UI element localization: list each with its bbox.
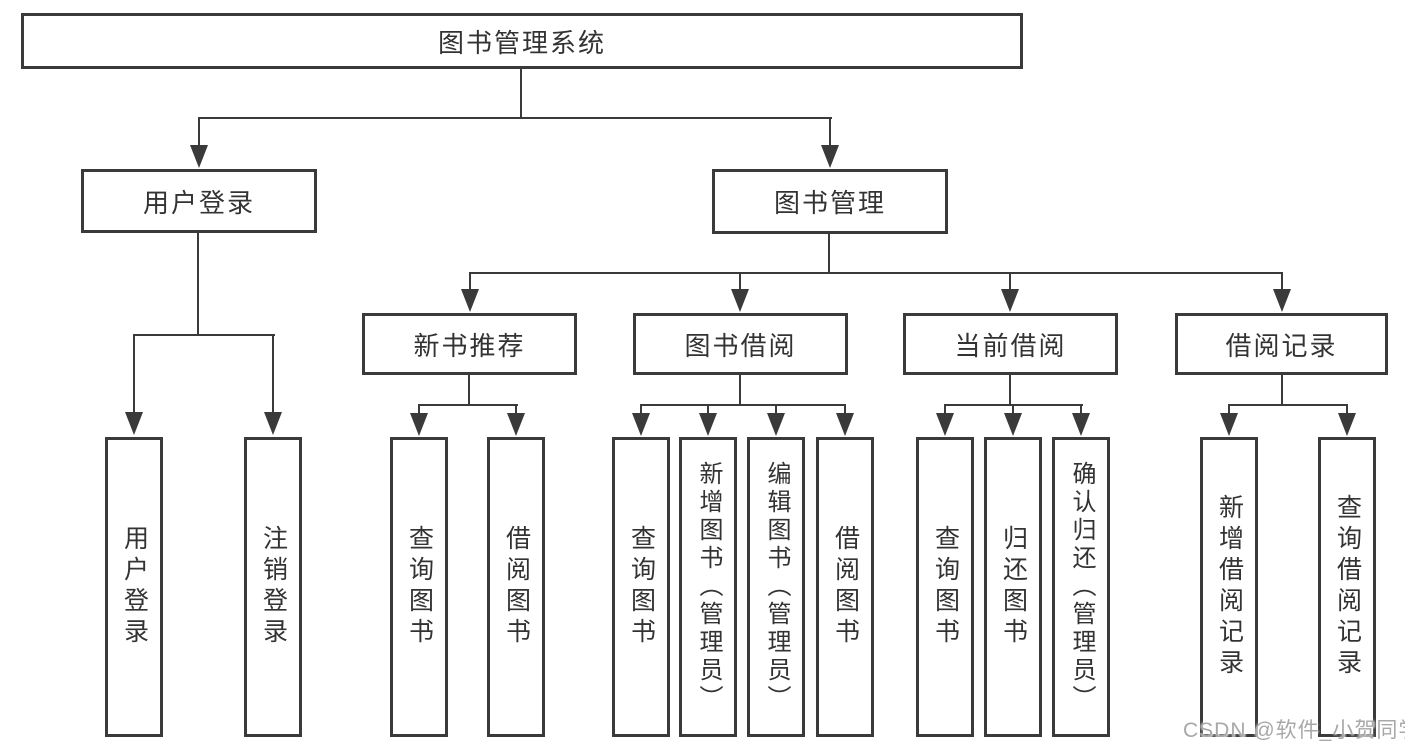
connector-line	[1281, 375, 1283, 406]
node-library-management-system: 图书管理系统	[21, 13, 1023, 69]
arrow-down-icon	[461, 289, 479, 312]
node-book-management-branch: 图书管理	[712, 169, 948, 234]
arrow-down-icon	[936, 413, 954, 436]
connector-line	[133, 334, 275, 336]
connector-line	[133, 334, 135, 416]
arrow-down-icon	[410, 413, 428, 436]
node-confirm-return-admin: 确认归还（管理员）	[1052, 437, 1110, 737]
arrow-down-icon	[1273, 289, 1291, 312]
node-add-borrow-record: 新增借阅记录	[1200, 437, 1258, 737]
node-user-login-branch: 用户登录	[81, 169, 317, 233]
connector-line	[1080, 404, 1082, 416]
node-add-book-admin: 新增图书（管理员）	[679, 437, 737, 737]
connector-line	[515, 404, 517, 416]
connector-line	[944, 404, 946, 416]
connector-line	[469, 272, 1283, 274]
connector-line	[829, 117, 831, 150]
arrow-down-icon	[821, 145, 839, 168]
connector-line	[1012, 404, 1014, 416]
connector-line	[197, 233, 199, 336]
arrow-down-icon	[125, 412, 143, 435]
arrow-down-icon	[632, 413, 650, 436]
connector-line	[1281, 272, 1283, 292]
connector-line	[272, 334, 274, 416]
connector-line	[1228, 404, 1348, 406]
node-current-borrowing: 当前借阅	[903, 313, 1118, 375]
connector-line	[198, 117, 832, 119]
arrow-down-icon	[731, 289, 749, 312]
node-logout: 注销登录	[244, 437, 302, 737]
connector-line	[418, 404, 420, 416]
connector-line	[469, 272, 471, 292]
arrow-down-icon	[767, 413, 785, 436]
arrow-down-icon	[1004, 413, 1022, 436]
node-new-book-recommendation: 新书推荐	[362, 313, 577, 375]
node-edit-book-admin: 编辑图书（管理员）	[747, 437, 805, 737]
arrow-down-icon	[1220, 413, 1238, 436]
node-query-books-3: 查询图书	[916, 437, 974, 737]
arrow-down-icon	[1001, 289, 1019, 312]
arrow-down-icon	[264, 412, 282, 435]
arrow-down-icon	[836, 413, 854, 436]
node-user-login: 用户登录	[105, 437, 163, 737]
connector-line	[1009, 272, 1011, 292]
connector-line	[418, 404, 518, 406]
node-borrowing-records: 借阅记录	[1175, 313, 1388, 375]
connector-line	[707, 404, 709, 416]
connector-line	[468, 375, 470, 406]
csdn-watermark: CSDN @软件_小贺同学	[1183, 719, 1405, 742]
connector-line	[1346, 404, 1348, 416]
node-return-books: 归还图书	[984, 437, 1042, 737]
connector-line	[198, 117, 200, 150]
connector-line	[739, 375, 741, 406]
connector-line	[739, 272, 741, 292]
connector-line	[844, 404, 846, 416]
connector-line	[1009, 375, 1011, 406]
arrow-down-icon	[507, 413, 525, 436]
connector-line	[775, 404, 777, 416]
arrow-down-icon	[1072, 413, 1090, 436]
connector-line	[520, 68, 522, 119]
node-query-books-2: 查询图书	[612, 437, 670, 737]
node-query-borrow-record: 查询借阅记录	[1318, 437, 1376, 737]
arrow-down-icon	[1338, 413, 1356, 436]
arrow-down-icon	[190, 145, 208, 168]
connector-line	[640, 404, 642, 416]
node-query-books-1: 查询图书	[390, 437, 448, 737]
connector-line	[640, 404, 846, 406]
node-book-borrowing: 图书借阅	[633, 313, 848, 375]
connector-line	[1228, 404, 1230, 416]
node-borrow-books-1: 借阅图书	[487, 437, 545, 737]
arrow-down-icon	[699, 413, 717, 436]
node-borrow-books-2: 借阅图书	[816, 437, 874, 737]
connector-line	[828, 234, 830, 274]
